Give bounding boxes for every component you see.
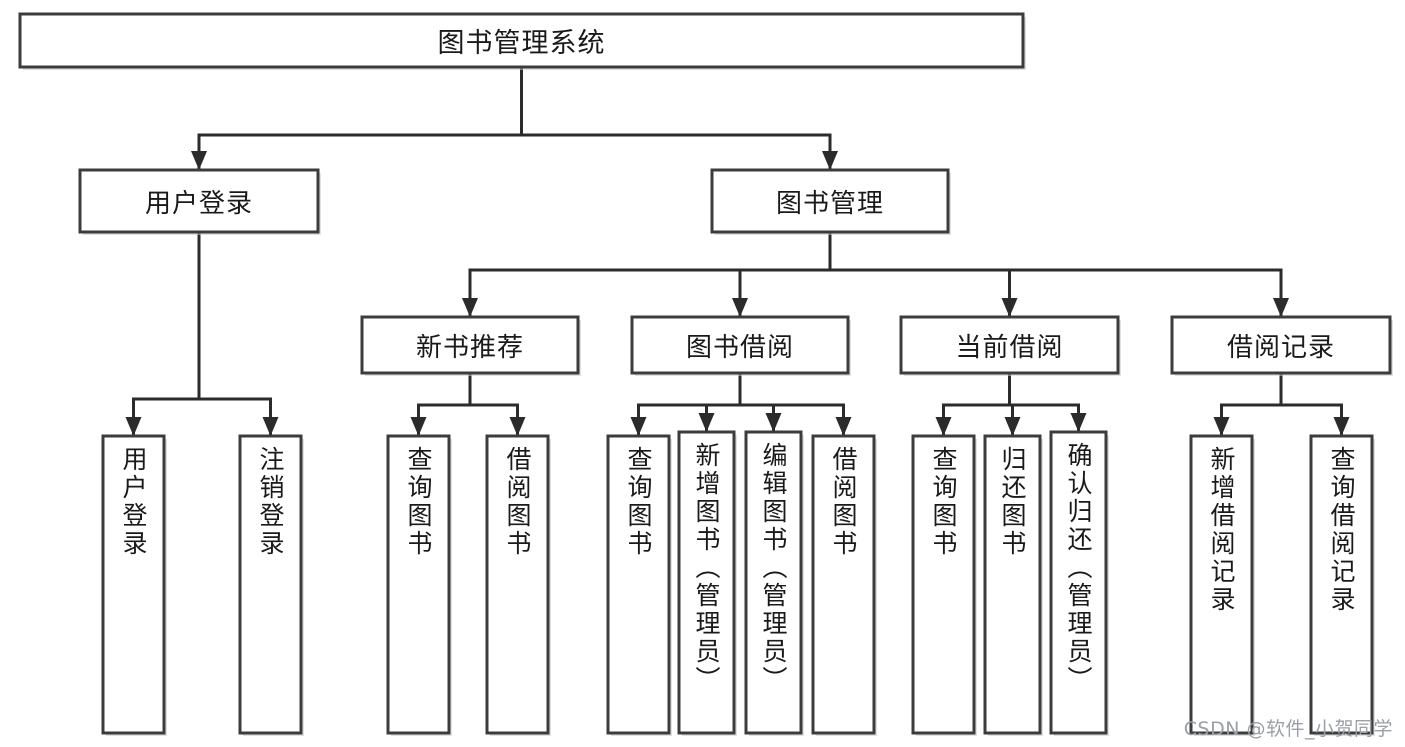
node-box-leaf-add-book[interactable] (677, 430, 736, 735)
node-box-leaf-edit-book[interactable] (744, 430, 803, 735)
arrowhead-book-borrow-0 (630, 417, 647, 436)
node-box-leaf-query-record[interactable] (1309, 434, 1374, 735)
arrowhead-book-borrow-1 (698, 413, 715, 432)
node-box-user-login[interactable] (78, 168, 320, 234)
node-box-leaf-borrow-book[interactable] (811, 434, 876, 735)
node-box-borrow-record[interactable] (1170, 315, 1392, 375)
arrowhead-book-manage-0 (462, 298, 478, 317)
node-box-book-manage[interactable] (710, 168, 950, 234)
node-box-new-book-rec[interactable] (360, 315, 580, 375)
node-box-leaf-query-book-rec[interactable] (386, 434, 451, 735)
node-box-leaf-return-book[interactable] (983, 434, 1042, 735)
arrowhead-borrow-record-1 (1333, 417, 1350, 436)
connector-layer (125, 65, 1350, 438)
arrowhead-user-login-0 (125, 417, 142, 436)
node-box-book-borrow[interactable] (630, 315, 850, 375)
watermark: CSDN @软件_小贺同学 (1183, 718, 1393, 740)
arrowhead-book-borrow-2 (765, 413, 782, 432)
arrowhead-new-book-rec-1 (509, 417, 526, 436)
node-box-current-borrow[interactable] (899, 315, 1120, 375)
arrowhead-root-1 (822, 151, 838, 170)
node-box-leaf-query-book-borrow[interactable] (606, 434, 671, 735)
arrowhead-book-manage-1 (732, 298, 748, 317)
node-box-root[interactable] (18, 12, 1025, 69)
arrowhead-root-0 (191, 151, 207, 170)
arrowhead-borrow-record-0 (1213, 417, 1230, 436)
arrowhead-book-manage-2 (1001, 298, 1018, 317)
arrowhead-book-manage-3 (1273, 298, 1289, 317)
arrowhead-user-login-1 (262, 417, 279, 436)
node-box-layer (18, 12, 1393, 736)
node-box-leaf-user-logout[interactable] (238, 434, 303, 735)
node-box-leaf-user-login[interactable] (101, 434, 166, 735)
node-box-leaf-borrow-book-rec[interactable] (485, 434, 550, 735)
arrowhead-current-borrow-0 (935, 417, 952, 436)
node-box-leaf-confirm-return[interactable] (1049, 430, 1108, 735)
arrowhead-current-borrow-1 (1004, 417, 1021, 436)
arrowhead-current-borrow-2 (1070, 413, 1087, 432)
arrowhead-book-borrow-3 (835, 417, 852, 436)
node-box-leaf-query-book-cur[interactable] (911, 434, 976, 735)
arrowhead-new-book-rec-0 (410, 417, 427, 436)
node-box-leaf-add-record[interactable] (1189, 434, 1254, 735)
